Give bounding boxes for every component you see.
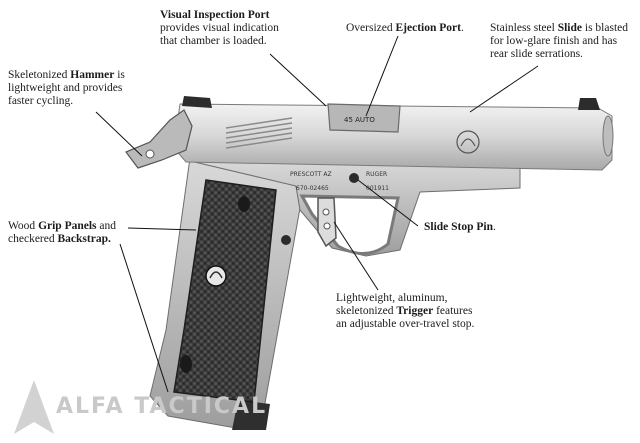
leader-trigger [333,221,379,291]
callout-inspection-port: Visual Inspection Port provides visual i… [160,9,279,47]
leader-slide-stop [357,179,419,227]
rear-sight [182,96,212,108]
callout-slide-stop-pin: Slide Stop Pin. [424,221,496,233]
trigger [317,197,337,248]
leader-backstrap [119,243,169,393]
leader-slide [469,65,539,113]
magazine-base [232,400,270,430]
serial-engraving: 670-02465 [296,185,329,192]
slide-serrations [225,117,293,149]
maker-engraving: RUGER [366,171,387,178]
leader-hammer [95,111,143,157]
callout-ejection-port: Oversized Ejection Port. [346,22,464,34]
callout-slide: Stainless steel Slide is blasted for low… [490,22,629,60]
magazine-release [281,235,291,245]
watermark-text: ALFA TACTICAL [56,394,268,419]
front-sight [578,98,600,110]
callout-grip-panels: Wood Grip Panels and checkered Backstrap… [8,220,117,245]
caliber-engraving: 45 AUTO [344,116,375,124]
wood-grip-panel [173,179,277,403]
ejection-port [327,103,401,133]
grip-screw-top [238,196,250,212]
grip-screw-bottom [180,355,192,373]
muzzle [602,115,614,157]
model-engraving: 001911 [366,185,389,192]
grip-medallion [205,265,227,287]
callout-hammer: Skeletonized Hammer is lightweight and p… [8,69,125,107]
hammer [125,109,193,169]
leader-grip-panels [127,227,197,231]
slide-stop-pin [349,173,359,183]
maker-city-engraving: PRESCOTT AZ [290,171,332,178]
leader-ejection-port [365,35,399,117]
leader-inspection-port [269,53,327,107]
leader-lines [95,35,539,393]
callout-trigger: Lightweight, aluminum, skeletonized Trig… [336,292,475,330]
watermark-logo-icon [14,380,54,434]
slide-logo [456,130,480,154]
